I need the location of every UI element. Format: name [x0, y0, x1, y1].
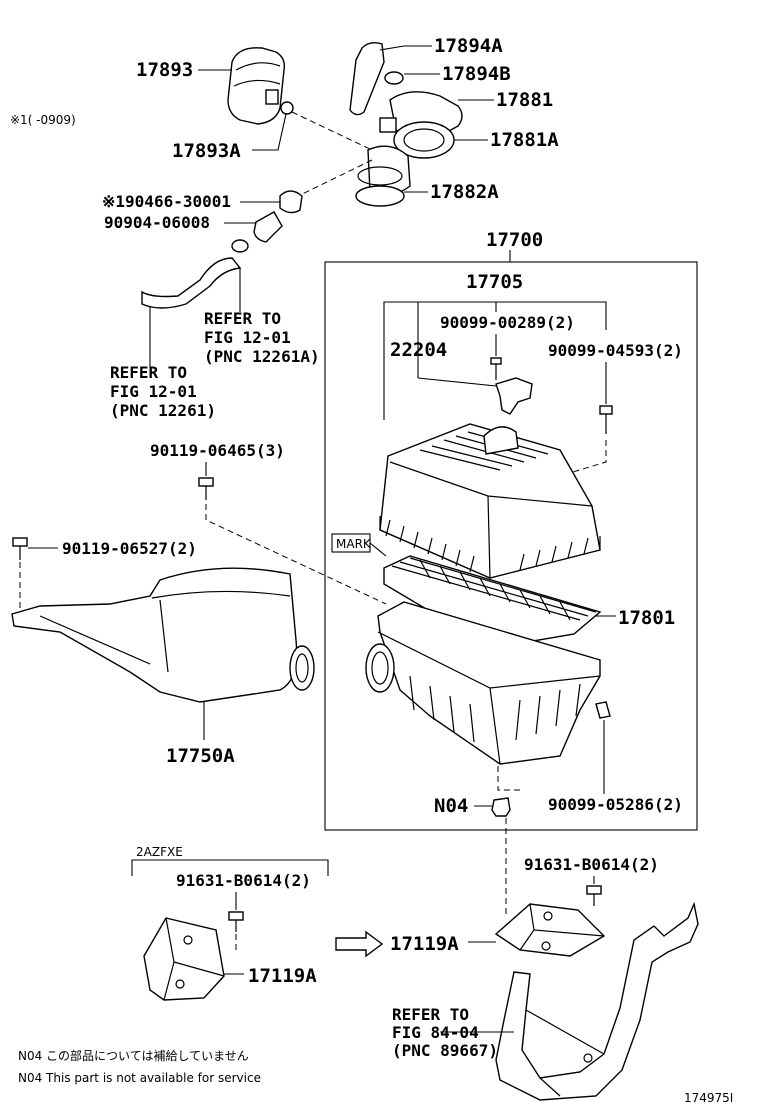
label-17801: 17801 — [618, 607, 675, 629]
intake-hose-17894A[interactable] — [349, 41, 385, 116]
label-17705: 17705 — [466, 271, 523, 293]
dash-bolt-to-case — [205, 504, 387, 605]
label-91631-left: 91631-B0614(2) — [176, 871, 311, 890]
label-17119A-right: 17119A — [390, 933, 459, 955]
resonator-17893[interactable] — [227, 47, 294, 125]
label-17881: 17881 — [496, 89, 553, 111]
air-cleaner-cap[interactable] — [379, 423, 601, 579]
leader-17894A — [379, 45, 432, 51]
refer1-line1: REFER TO — [204, 309, 281, 328]
filter-element-17801[interactable] — [383, 555, 602, 649]
label-90119-06465: 90119-06465(3) — [150, 441, 285, 460]
refer3-line3: (PNC 89667) — [392, 1041, 498, 1060]
airflow-meter-17881[interactable] — [379, 91, 463, 159]
label-90099-04593: 90099-04593(2) — [548, 341, 683, 360]
leader-22204 — [417, 377, 497, 387]
dash-case-bottom — [497, 766, 520, 791]
bracket-17705 — [383, 301, 607, 420]
refer2-line1: REFER TO — [110, 363, 187, 382]
label-17881A: 17881A — [490, 129, 559, 151]
label-engine: 2AZFXE — [136, 845, 183, 859]
refer3-line2: FIG 84-04 — [392, 1023, 479, 1042]
label-90099-00289: 90099-00289(2) — [440, 313, 575, 332]
clamp-17894B[interactable] — [384, 71, 404, 85]
note-english: N04 This part is not available for servi… — [18, 1071, 261, 1085]
refer2-line2: FIG 12-01 — [110, 382, 197, 401]
label-91631-right: 91631-B0614(2) — [524, 855, 659, 874]
bracket-17119A-right[interactable] — [494, 903, 606, 957]
refer1-line2: FIG 12-01 — [204, 328, 291, 347]
arrow-indicator — [335, 930, 384, 958]
air-cleaner-case[interactable] — [365, 601, 611, 765]
label-17700: 17700 — [486, 229, 543, 251]
bolt-90119-06527[interactable] — [12, 537, 28, 560]
label-90119-06527: 90119-06527(2) — [62, 539, 197, 558]
label-17893: 17893 — [136, 59, 193, 81]
bracket-engine — [131, 859, 329, 876]
dash-screw-to-cap — [479, 440, 607, 501]
refer2-line3: (PNC 12261) — [110, 401, 216, 420]
bracket-17119A-left[interactable] — [143, 917, 225, 1001]
label-17894A: 17894A — [434, 35, 503, 57]
leader-mark — [369, 542, 387, 557]
diagram-id: 174975I — [684, 1091, 733, 1105]
bolt-91631-left[interactable] — [228, 911, 244, 932]
leader-17893A — [252, 113, 287, 151]
assembly-box-17700 — [324, 261, 698, 831]
label-17882A: 17882A — [430, 181, 499, 203]
battery-support-bracket[interactable] — [495, 901, 699, 1101]
refer3-line1: REFER TO — [392, 1005, 469, 1024]
label-mark: MARK — [336, 537, 372, 551]
screw-90099-00289[interactable] — [490, 357, 502, 380]
label-17750A: 17750A — [166, 745, 235, 767]
label-190466: ※190466-30001 — [102, 192, 231, 211]
sensor-22204[interactable] — [495, 377, 533, 415]
hose-17882A[interactable] — [355, 145, 411, 207]
intake-duct-17750A[interactable] — [11, 567, 315, 703]
dash-hose-to-clamp — [289, 159, 373, 201]
screw-90099-04593[interactable] — [599, 405, 613, 434]
label-90904: 90904-06008 — [104, 213, 210, 232]
label-90099-05286: 90099-05286(2) — [548, 795, 683, 814]
clamp-190466[interactable] — [279, 190, 303, 214]
label-22204: 22204 — [390, 339, 447, 361]
union-90904[interactable] — [253, 211, 283, 243]
label-17119A-left: 17119A — [248, 965, 317, 987]
note-japanese: N04 この部品については補給していません — [18, 1048, 249, 1063]
label-17894B: 17894B — [442, 63, 511, 85]
bolt-90119-06465[interactable] — [198, 477, 214, 500]
note-range: ※1( -0909) — [10, 113, 76, 127]
bolt-91631-right[interactable] — [586, 885, 602, 906]
refer1-line3: (PNC 12261A) — [204, 347, 320, 366]
breather-hose[interactable] — [141, 239, 249, 309]
label-17893A: 17893A — [172, 140, 241, 162]
dash-resonator-to-hose — [291, 111, 373, 151]
label-N04: N04 — [434, 795, 468, 817]
grommet-N04[interactable] — [491, 797, 511, 817]
